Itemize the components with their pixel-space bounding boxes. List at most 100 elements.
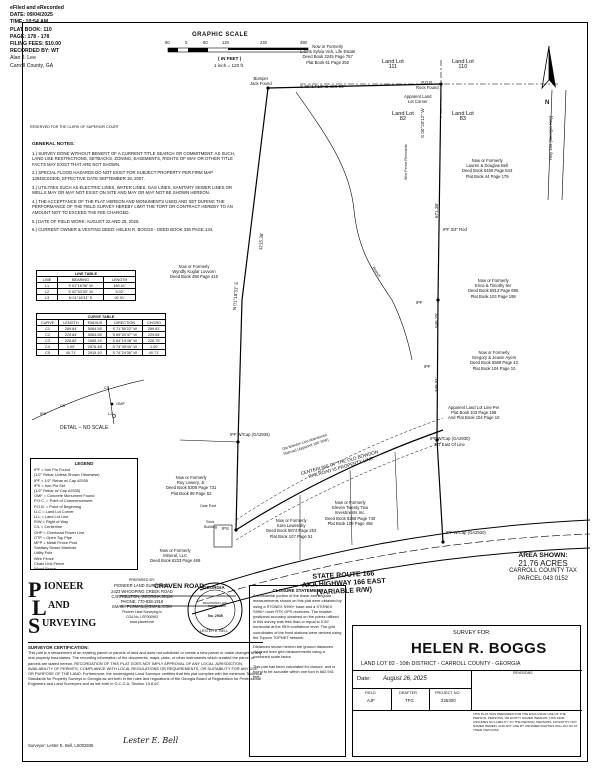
scale-tick: 60 — [165, 40, 170, 45]
legend-item: IPF = Iron Pin Found — [34, 467, 71, 473]
detail-mark: L2 — [108, 411, 113, 416]
table-row: L1 S 01°16'36" W 160.01' — [35, 282, 136, 289]
logo-cap: P — [28, 577, 42, 602]
legend-item: Chain Link Fence — [34, 560, 65, 566]
legend-item: LLC = Land Lot Corner — [34, 508, 74, 514]
logo-word: IONEER — [44, 581, 84, 592]
title-block: SURVEY FOR: HELEN R. BOGGS LAND LOT 82 -… — [352, 625, 582, 757]
recording-stamp: eFiled and eRecorded DATE: 09/04/2025 TI… — [10, 5, 160, 70]
distance-east: 671.38' — [434, 203, 439, 218]
legend-item: R/W = Right of Way — [34, 519, 69, 525]
divider — [353, 688, 471, 689]
firm-line: Pioneer Land Surveying is — [122, 609, 162, 614]
prepared-by: PREPARED BY: — [128, 578, 156, 582]
fence-label: Wire Fence Remnants — [404, 144, 408, 180]
scale-tick: 60 — [203, 40, 208, 45]
surveyor-certification: SURVEYOR CERTIFICATION: This plat is a r… — [28, 642, 263, 754]
recording-line: FILING FEES: $10.00 — [10, 41, 62, 48]
recording-line: PAGE: 178 - 178 — [10, 33, 50, 40]
divider — [391, 688, 392, 710]
closure-body: Distances shown hereon are ground distan… — [253, 644, 334, 660]
legend-item: (1/2" Rebar w/ Cap #2935) — [34, 488, 81, 494]
tax-line: PARCEL 043 0152 — [517, 575, 569, 582]
divider — [353, 710, 582, 711]
disclaimer: THIS PLAT WAS PREPARED FOR THE EXCLUSIVE… — [473, 712, 578, 733]
logo-cap: L — [32, 595, 47, 620]
firm-line: 2423 WHOOPING CREEK ROAD — [111, 588, 173, 594]
curve-table: CURVE TABLE CURVE LENGTH RADIUS DIRECTIO… — [35, 313, 166, 356]
ll-offset-label: 3.0' East Of Line — [434, 442, 465, 447]
logo-word: URVEYING — [42, 618, 97, 629]
legend-item: OMF = Concrete Monument Found — [34, 493, 95, 499]
side-road-label: Hwy 166 (Georgia Hwy) — [548, 115, 553, 160]
client-name: HELEN R. BOGGS — [411, 640, 547, 657]
cert-body: This plat is a retracement of an existin… — [28, 650, 263, 687]
boundary-east-line — [267, 83, 444, 543]
bearing-east: S 00°20'12" W — [420, 108, 425, 138]
detail-mark: C4 — [104, 385, 110, 390]
ipf-label: IPF — [416, 300, 423, 305]
recording-line: PLAT BOOK: 110 — [10, 26, 52, 33]
seal-state: GEORGIA — [203, 585, 225, 590]
logo-cap: S — [28, 613, 41, 638]
distance-east: 546.25' — [434, 313, 439, 328]
firm-line: PIONEER LAND SURVEYING — [114, 583, 170, 589]
legend-item: Wood Fence — [34, 566, 56, 572]
scale-tick: 0 — [185, 40, 188, 45]
firm-line: www.plsweb.net — [129, 620, 155, 625]
pob-label: P.O.B.Rock Found — [416, 80, 439, 91]
recording-line: TIME: 10:54 AM — [10, 19, 49, 26]
signature: Lester E. Bell — [123, 736, 179, 745]
divider — [429, 688, 430, 710]
ipf-cap-label: IPF W/Cap (GA2935) — [230, 432, 270, 437]
ipf-cap-label: IPF W/Cap (GA2930) — [430, 436, 470, 441]
legend-item: P.O.B. = Point of Beginning — [34, 503, 81, 509]
recording-line: eFiled and eRecorded — [10, 5, 64, 11]
scale-tick: 240 — [260, 40, 267, 45]
railroad-centerline — [235, 429, 444, 531]
legend-item: C/L = Centerline — [34, 524, 63, 530]
surveyor-seal: GEORGIA REGISTERED LAND SURVEYOR No. 293… — [186, 578, 244, 642]
cert-title: SURVEYOR CERTIFICATION: — [28, 645, 89, 650]
seal-name: LESTER E. BELL — [200, 629, 229, 633]
detail-label: DETAIL -- NO SCALE — [60, 425, 109, 431]
north-arrow-icon — [541, 45, 556, 90]
sheet-border — [22, 22, 588, 762]
table-row: L3 N 01°16'31" E 92.91' — [35, 294, 136, 301]
divider — [353, 670, 582, 671]
legend-item: OHP = Overhead Power Line — [34, 529, 85, 535]
ipf-label: IPF — [424, 364, 431, 369]
recording-line: Carroll County, GA — [10, 62, 54, 69]
table-cell: N 01°16'31" E — [57, 294, 105, 301]
note-item: 6.) CURRENT OWNER & VESTING DEED: HELEN … — [32, 227, 214, 233]
drafter-value: TFG — [405, 698, 414, 703]
ips-label: IPS — [222, 526, 229, 531]
closure-statement: CLOSURE STATEMENT A substantial portion … — [249, 585, 346, 757]
area-shown: AREA SHOWN: 21.76 ACRES CARROLL COUNTY T… — [503, 552, 583, 583]
scale-title: GRAPHIC SCALE — [192, 32, 249, 38]
legend-item: MFP = Metal Fence Post — [34, 540, 77, 546]
tax-line: CARROLL COUNTY TAX — [509, 568, 577, 575]
bearing-north: S 89°14'10" E 688.90' — [300, 84, 345, 89]
drafter-label: DRAFTER — [399, 691, 417, 695]
divider — [471, 670, 472, 710]
scale-tick: 120 — [222, 40, 229, 45]
detail-sketch — [31, 379, 145, 425]
field-label: FIELD — [365, 691, 376, 695]
ipf-cap-label: IPF W/Cap (GA2930) — [446, 530, 486, 535]
note-item: 2.) SPECIAL FLOOD HAZARDS DO NOT EXIST F… — [32, 170, 214, 181]
legend-item: Wire Fence — [34, 555, 54, 561]
